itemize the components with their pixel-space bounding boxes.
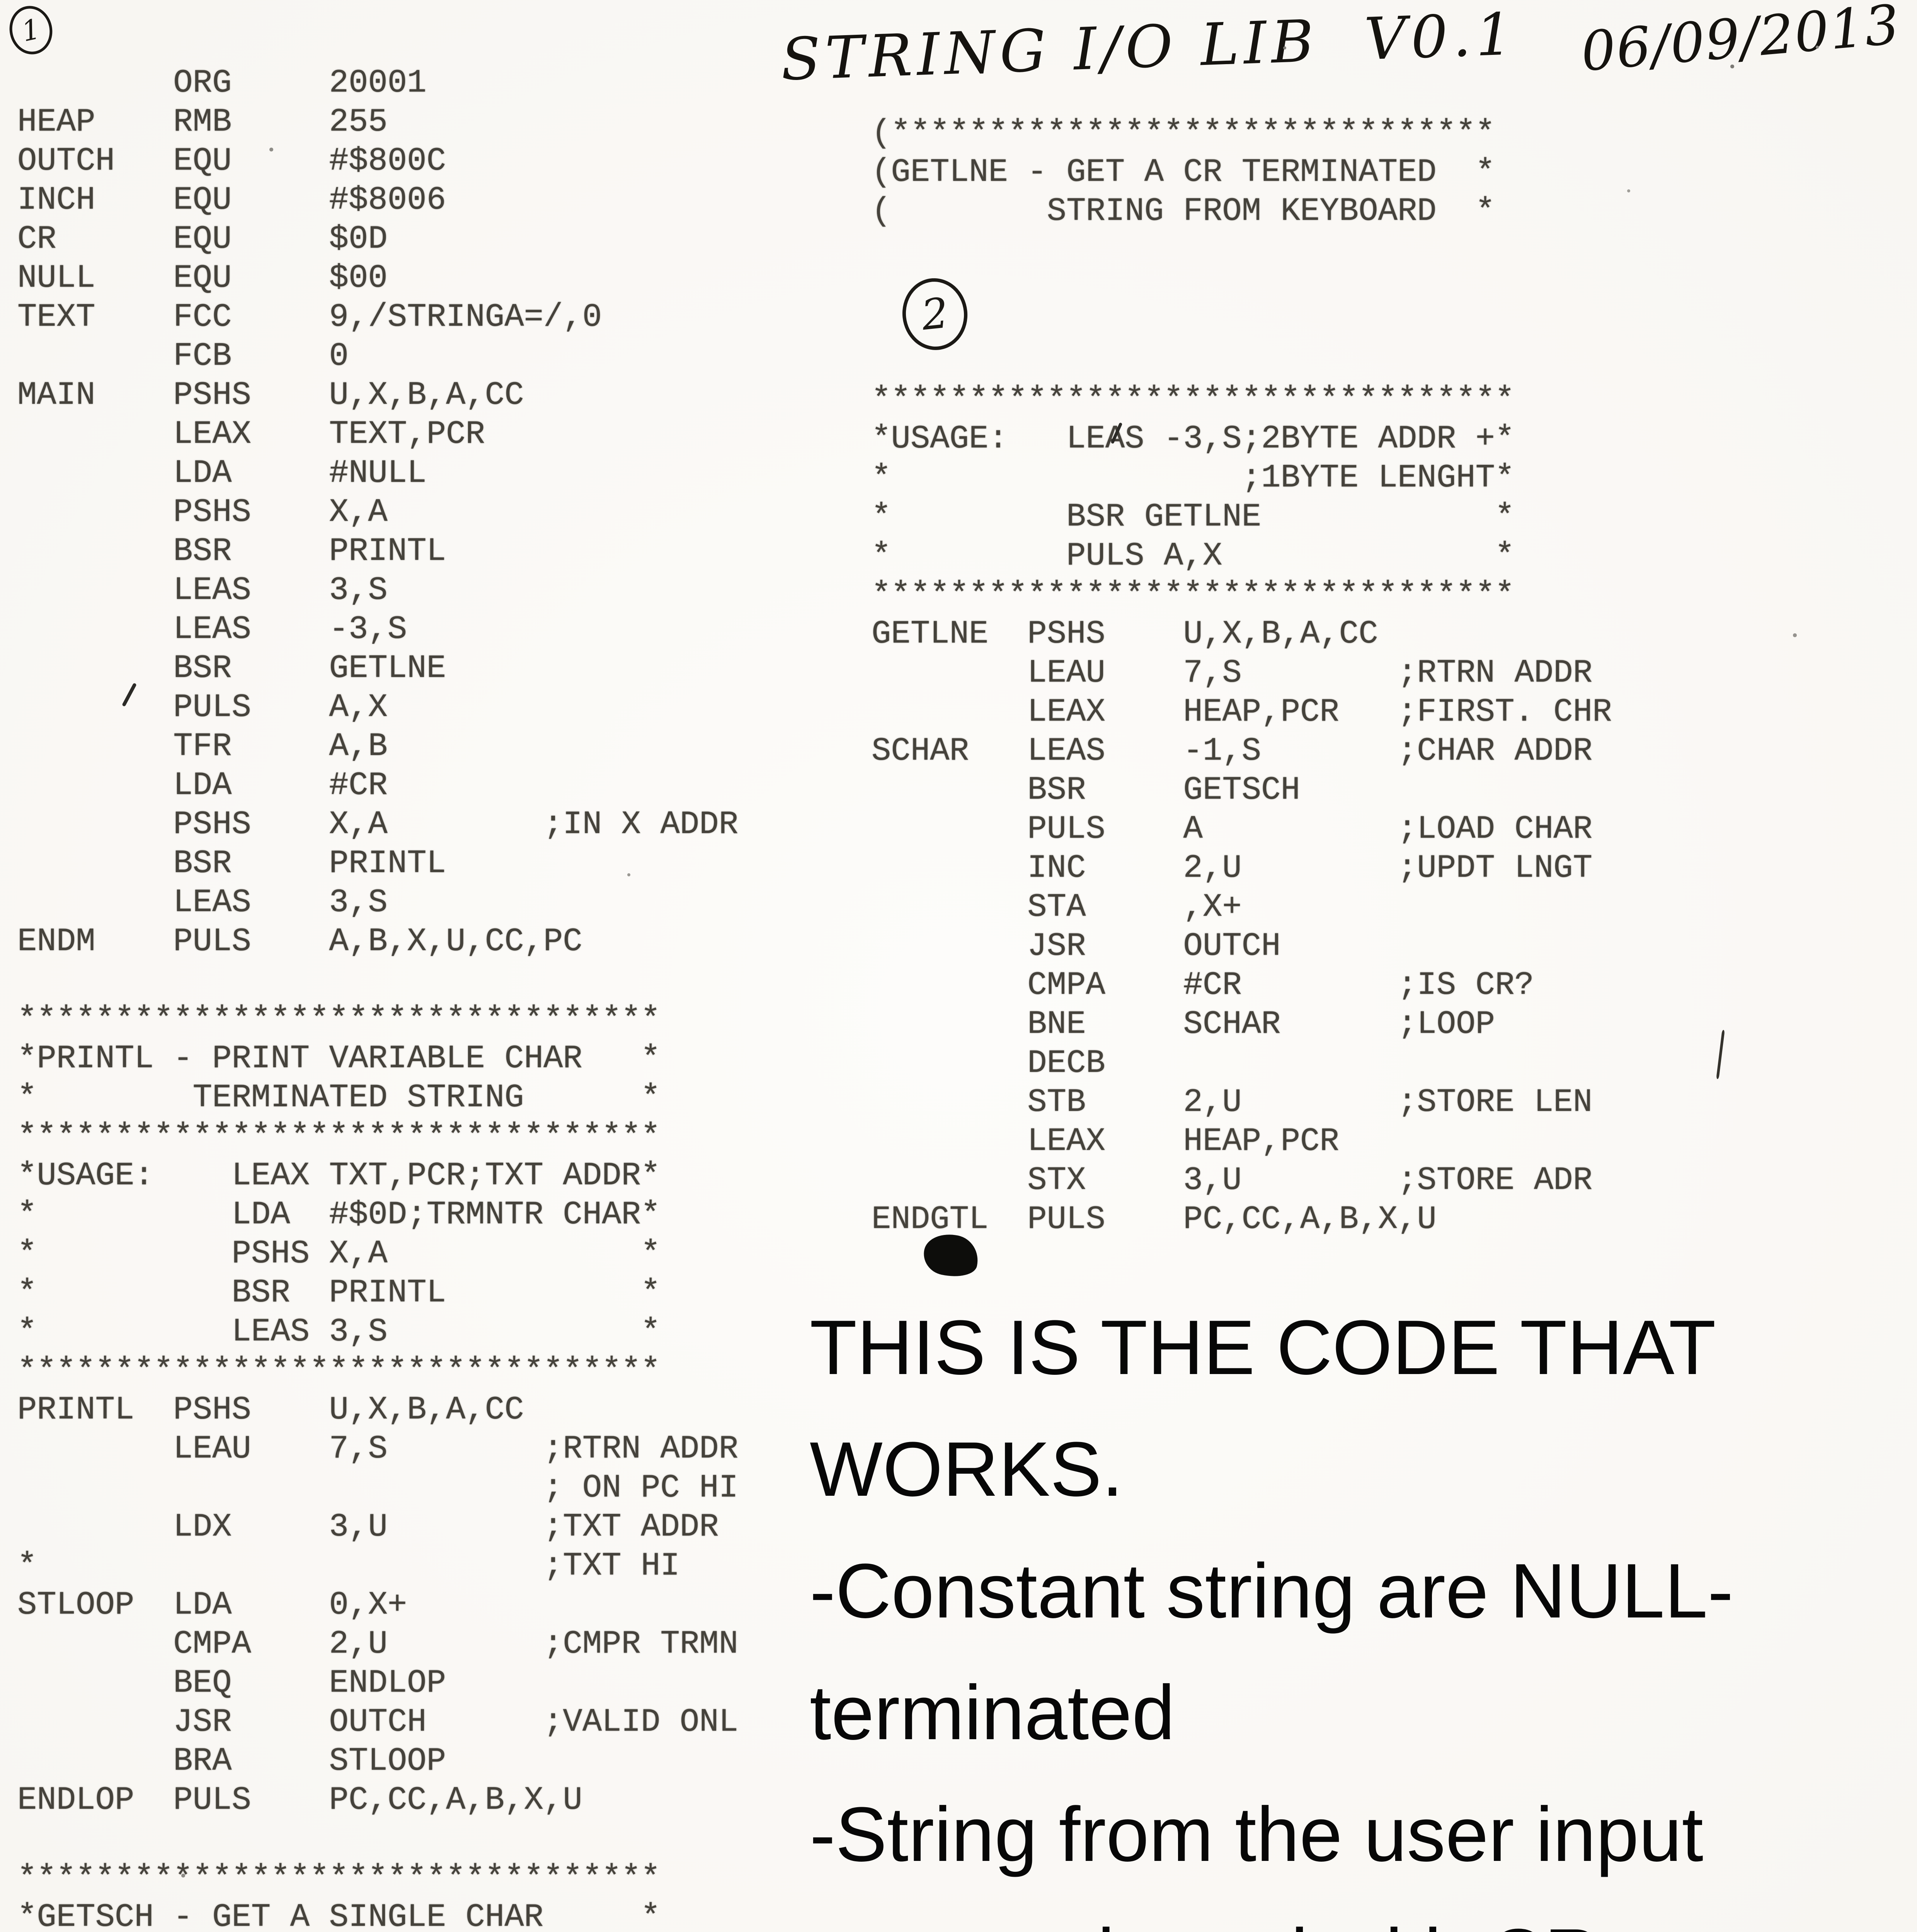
code-line: LDA #CR — [17, 767, 388, 804]
code-line: * TERMINATED STRING * — [17, 1080, 661, 1116]
code-line: * ;TXT HI — [17, 1548, 680, 1585]
code-line: CR EQU $0D — [17, 221, 388, 258]
handwritten-title: STRING I/O LIB V0.1 — [780, 0, 1518, 94]
typed-notes-block: THIS IS THE CODE THAT WORKS. -Constant s… — [810, 1287, 1907, 1932]
code-line: TEXT FCC 9,/STRINGA=/,0 — [17, 299, 602, 336]
note-line: WORKS. — [810, 1426, 1124, 1512]
code-line: *USAGE: LEAX TXT,PCR;TXT ADDR* — [17, 1158, 661, 1194]
code-column-right: ********************************* *USAGE… — [872, 381, 1612, 1239]
code-line: BSR PRINTL — [17, 533, 446, 570]
note-line: THIS IS THE CODE THAT — [810, 1304, 1716, 1391]
code-line: LDA #NULL — [17, 455, 427, 492]
scan-speck-artifacts — [0, 0, 2, 2]
note-line: terminated — [810, 1670, 1175, 1756]
handwritten-pen-stroke — [1716, 1030, 1725, 1079]
code-line: BSR GETSCH — [872, 772, 1300, 809]
code-line: ENDLOP PULS PC,CC,A,B,X,U — [17, 1782, 582, 1819]
code-line: * PULS A,X * — [872, 538, 1515, 575]
code-line: STA ,X+ — [872, 889, 1242, 926]
code-line: *GETSCH - GET A SINGLE CHAR * — [17, 1899, 661, 1932]
code-line: ENDM PULS A,B,X,U,CC,PC — [17, 923, 582, 960]
code-line: SCHAR LEAS -1,S ;CHAR ADDR — [872, 733, 1593, 770]
code-line: BSR PRINTL — [17, 845, 446, 882]
code-line: PSHS X,A — [17, 494, 388, 531]
getlne-header-comment-block: (******************************* (GETLNE… — [872, 114, 1495, 231]
code-line: LEAS 3,S — [17, 572, 388, 609]
code-line — [17, 1820, 738, 1859]
code-line: LEAU 7,S ;RTRN ADDR — [17, 1431, 739, 1468]
handwritten-date: 06/09/2013 — [1578, 0, 1903, 84]
code-line: ********************************* — [872, 382, 1515, 418]
code-line: PULS A ;LOAD CHAR — [872, 811, 1593, 848]
code-line: JSR OUTCH — [872, 928, 1281, 965]
code-line: STB 2,U ;STORE LEN — [872, 1084, 1593, 1121]
code-line: JSR OUTCH ;VALID ONL — [17, 1704, 739, 1741]
code-line: INCH EQU #$8006 — [17, 182, 446, 219]
code-line: (******************************* — [872, 115, 1495, 152]
code-line: BEQ ENDLOP — [17, 1665, 446, 1702]
code-line: PRINTL PSHS U,X,B,A,CC — [17, 1392, 524, 1429]
code-line: STLOOP LDA 0,X+ — [17, 1587, 407, 1624]
code-line: ORG 20001 — [17, 65, 427, 102]
code-line: LEAU 7,S ;RTRN ADDR — [872, 655, 1593, 692]
code-line: STX 3,U ;STORE ADR — [872, 1162, 1593, 1199]
code-line: ENDGTL PULS PC,CC,A,B,X,U — [872, 1201, 1437, 1238]
code-line: HEAP RMB 255 — [17, 104, 388, 141]
code-line: * BSR PRINTL * — [17, 1275, 661, 1311]
code-line: CMPA #CR ;IS CR? — [872, 967, 1534, 1004]
code-line: ; ON PC HI — [17, 1470, 739, 1507]
code-line: LEAX TEXT,PCR — [17, 416, 485, 453]
code-line: PSHS X,A ;IN X ADDR — [17, 806, 739, 843]
code-line: ********************************* — [17, 1860, 661, 1897]
code-line: CMPA 2,U ;CMPR TRMN — [17, 1626, 739, 1663]
code-line: OUTCH EQU #$800C — [17, 143, 446, 180]
code-line: INC 2,U ;UPDT LNGT — [872, 850, 1593, 887]
code-line: BNE SCHAR ;LOOP — [872, 1006, 1495, 1043]
code-line: (GETLNE - GET A CR TERMINATED * — [872, 154, 1495, 191]
note-line: are terminated with CR. — [810, 1895, 1907, 1932]
code-line: ********************************* — [17, 1119, 661, 1155]
code-line: * BSR GETLNE * — [872, 499, 1515, 536]
code-line: PULS A,X — [17, 689, 388, 726]
code-line: FCB 0 — [17, 338, 349, 375]
code-line: * ;1BYTE LENGHT* — [872, 460, 1515, 497]
code-line: *USAGE: LEAS -3,S;2BYTE ADDR +* — [872, 421, 1515, 457]
note-line: -String from the user input — [810, 1791, 1704, 1878]
code-line: ********************************* — [872, 577, 1515, 614]
code-line: TFR A,B — [17, 728, 388, 765]
handwritten-circled-number-2: 2 — [899, 275, 971, 354]
code-line: BRA STLOOP — [17, 1743, 446, 1780]
code-line: LDX 3,U ;TXT ADDR — [17, 1509, 719, 1546]
code-line: * LEAS 3,S * — [17, 1314, 661, 1350]
code-line — [17, 961, 738, 1000]
code-line: *PRINTL - PRINT VARIABLE CHAR * — [17, 1041, 661, 1077]
code-line: ********************************* — [17, 1353, 661, 1389]
code-line: NULL EQU $00 — [17, 260, 388, 297]
code-line: ********************************* — [17, 1002, 661, 1038]
code-line: GETLNE PSHS U,X,B,A,CC — [872, 616, 1378, 653]
note-line: -Constant string are NULL- — [810, 1548, 1733, 1634]
code-line: LEAS 3,S — [17, 884, 388, 921]
code-line: LEAX HEAP,PCR ;FIRST. CHR — [872, 694, 1612, 731]
code-line: LEAS -3,S — [17, 611, 407, 648]
code-line: * LDA #$0D;TRMNTR CHAR* — [17, 1197, 661, 1233]
code-line: ( STRING FROM KEYBOARD * — [872, 193, 1495, 230]
code-line: BSR GETLNE — [17, 650, 446, 687]
handwritten-circled-number-1: 1 — [5, 2, 57, 59]
code-column-left: ORG 20001 HEAP RMB 255 OUTCH EQU #$800C … — [17, 64, 738, 1932]
code-line: MAIN PSHS U,X,B,A,CC — [17, 377, 524, 414]
code-line: * PSHS X,A * — [17, 1236, 661, 1272]
code-line: LEAX HEAP,PCR — [872, 1123, 1339, 1160]
code-line: DECB — [872, 1045, 1105, 1082]
